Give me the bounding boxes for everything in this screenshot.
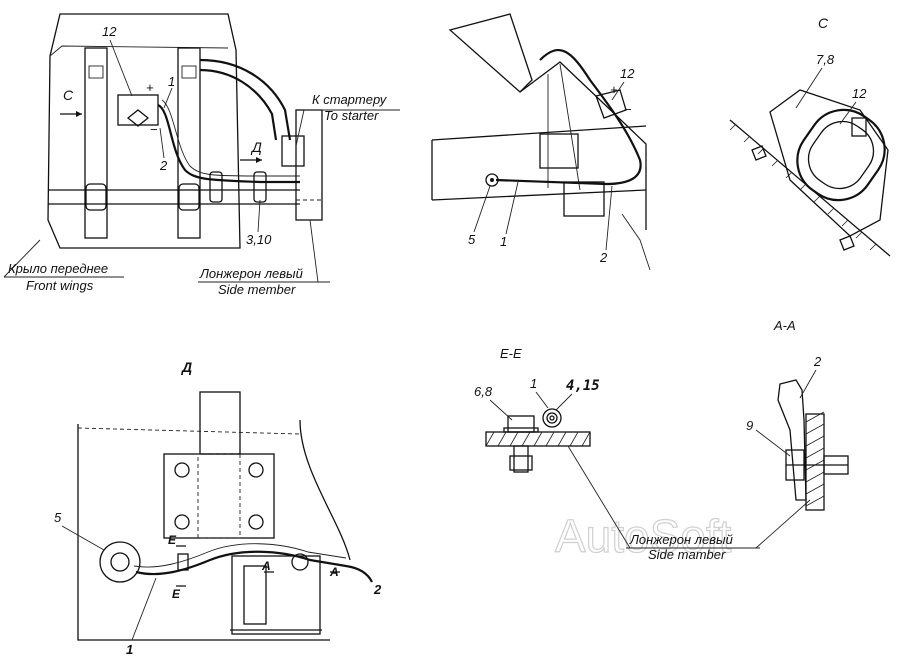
label-mid-part-2: 2 bbox=[599, 250, 608, 265]
label-part-12: 12 bbox=[102, 24, 117, 39]
label-minus: − bbox=[150, 122, 158, 137]
label-view-d-2: 2 bbox=[373, 582, 382, 597]
label-view-d: Д bbox=[250, 139, 262, 155]
label-view-c-7-8: 7,8 bbox=[816, 52, 835, 67]
label-mid-part-12: 12 bbox=[620, 66, 635, 81]
label-aa-9: 9 bbox=[746, 418, 753, 433]
label-side-member-ru: Лонжерон левый bbox=[199, 266, 303, 281]
top-middle-view: 12 + − 5 1 2 bbox=[431, 13, 651, 271]
label-ee-1: 1 bbox=[530, 376, 537, 391]
label-ee-title: E-E bbox=[500, 346, 522, 361]
label-mid-minus: − bbox=[624, 102, 632, 117]
label-side-member-en: Side member bbox=[218, 282, 296, 297]
label-view-c-title: C bbox=[818, 15, 829, 31]
view-c: C 7,8 12 bbox=[729, 15, 891, 257]
label-ee-4-15: 4,15 bbox=[566, 378, 600, 394]
label-view-d-e-bottom: E bbox=[172, 587, 181, 601]
label-ee-side-member-en: Side mamber bbox=[648, 547, 726, 562]
top-left-view: 12 1 + − 2 C Д 3,10 К стартеру To starte… bbox=[3, 13, 400, 297]
label-to-starter-ru: К стартеру bbox=[312, 92, 388, 107]
label-aa-title: A-A bbox=[773, 318, 796, 333]
label-part-1: 1 bbox=[168, 74, 175, 89]
label-view-d-5: 5 bbox=[54, 510, 62, 525]
label-mid-plus: + bbox=[610, 82, 618, 97]
label-view-c-12: 12 bbox=[852, 86, 867, 101]
label-mid-part-5: 5 bbox=[468, 232, 476, 247]
label-front-wings-ru: Крыло переднее bbox=[8, 261, 108, 276]
label-plus: + bbox=[146, 80, 154, 95]
label-front-wings-en: Front wings bbox=[26, 278, 94, 293]
watermark: AutoSoft bbox=[555, 510, 732, 562]
label-view-d-1: 1 bbox=[126, 642, 133, 657]
label-ee-6-8: 6,8 bbox=[474, 384, 493, 399]
label-view-c: C bbox=[63, 87, 74, 103]
label-view-d-e-top: E bbox=[168, 533, 177, 547]
label-view-d-a-left: A bbox=[261, 559, 271, 573]
label-aa-2: 2 bbox=[813, 354, 822, 369]
view-ee: E-E 6,8 1 4,15 Лонжерон левый Side mambe… bbox=[474, 346, 811, 562]
view-d: Д 5 1 2 E E A A bbox=[54, 359, 382, 657]
label-view-d-title: Д bbox=[181, 359, 192, 375]
label-mid-part-1: 1 bbox=[500, 234, 507, 249]
label-part-2: 2 bbox=[159, 158, 168, 173]
label-view-d-a-right: A bbox=[329, 565, 339, 579]
label-ee-side-member-ru: Лонжерон левый bbox=[629, 532, 733, 547]
view-aa: A-A 2 9 bbox=[746, 318, 849, 511]
label-part-3-10: 3,10 bbox=[246, 232, 272, 247]
label-to-starter-en: To starter bbox=[324, 108, 379, 123]
